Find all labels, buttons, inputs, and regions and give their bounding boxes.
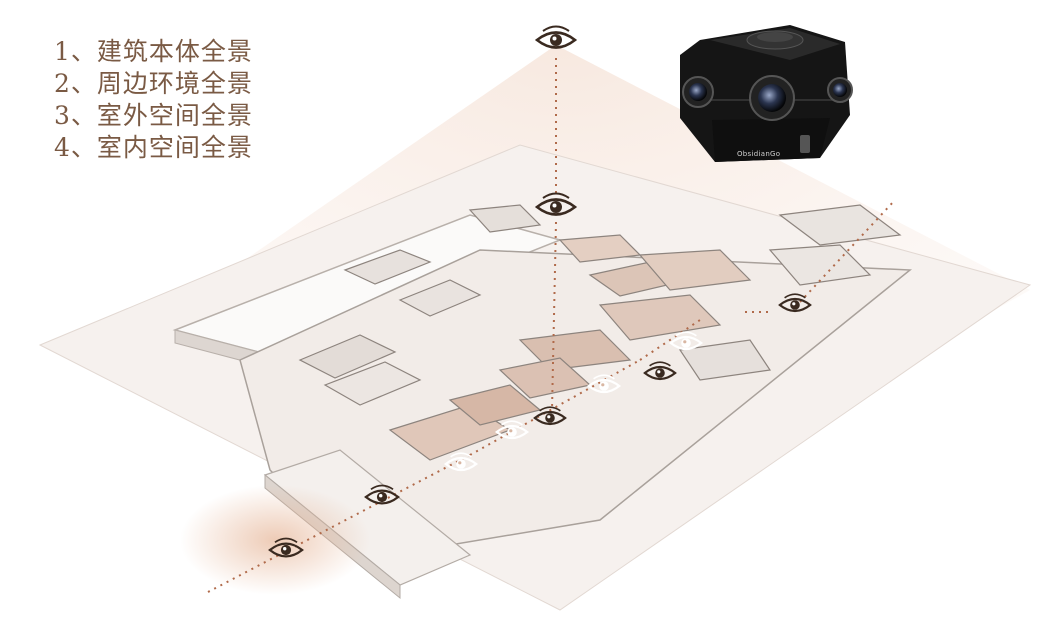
panoramic-camera-icon (680, 25, 853, 162)
legend-item-3: 3、室外空间全景 (54, 101, 253, 130)
eye-icon (643, 361, 677, 381)
eye-icon (534, 25, 578, 49)
eye-icon (533, 406, 567, 426)
legend: 1、建筑本体全景 2、周边环境全景 3、室外空间全景 4、室内空间全景 (54, 36, 253, 164)
sight-lines (207, 58, 896, 593)
camera-brand-label: ObsidianGo (737, 150, 781, 158)
entry-glow (180, 485, 370, 595)
eye-icon (364, 484, 400, 505)
eye-icon (443, 452, 479, 472)
eye-icon (494, 420, 530, 440)
legend-item-4: 4、室内空间全景 (54, 133, 253, 162)
eye-icon (668, 331, 704, 351)
roofs (298, 204, 902, 461)
eye-icon (534, 192, 578, 216)
eye-icon (778, 293, 812, 313)
eye-icon (586, 374, 622, 394)
legend-item-1: 1、建筑本体全景 (54, 37, 253, 66)
eye-icon (268, 537, 304, 558)
legend-item-2: 2、周边环境全景 (54, 69, 253, 98)
compound-base (239, 249, 913, 561)
